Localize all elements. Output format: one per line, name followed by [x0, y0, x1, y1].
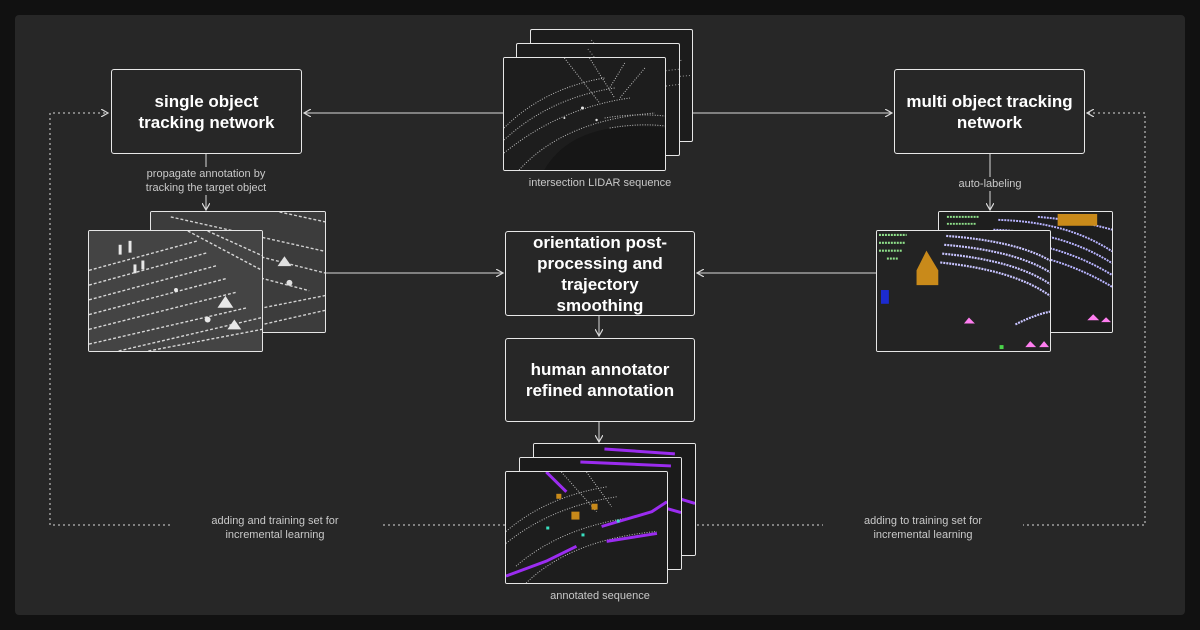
caption-right-loop-line1: adding to training set for [863, 515, 983, 527]
tracking-frames-stack [88, 211, 326, 352]
caption-left-loop-line1: adding and training set for [211, 515, 339, 527]
caption-lidar-sequence: intersection LIDAR sequence [500, 176, 700, 190]
caption-left-loop: adding and training set for incremental … [170, 514, 380, 542]
orientation-postprocessing-box: orientation post-processing and trajecto… [505, 231, 695, 316]
caption-right-loop-line2: incremental learning [873, 529, 973, 541]
multi-object-tracking-box: multi object tracking network [894, 69, 1085, 154]
caption-left-loop-line2: incremental learning [225, 529, 325, 541]
tracking-frame-front [88, 230, 263, 352]
caption-propagate: propagate annotation by tracking the tar… [116, 167, 296, 195]
auto-labeled-frame-front-image [877, 231, 1050, 351]
auto-labeled-frame-front [876, 230, 1051, 352]
single-object-tracking-box: single object tracking network [111, 69, 302, 154]
tracking-frame-front-image [89, 231, 262, 351]
annotated-frame-front [505, 471, 668, 584]
caption-right-loop: adding to training set for incremental l… [823, 514, 1023, 542]
left-feedback-loop [49, 113, 505, 526]
human-annotator-box: human annotator refined annotation [505, 338, 695, 422]
lidar-sequence-stack [503, 29, 693, 171]
lidar-frame-front [503, 57, 666, 171]
annotated-frame-front-image [506, 472, 667, 583]
caption-propagate-line2: tracking the target object [145, 182, 267, 194]
auto-labeled-frames-stack [876, 211, 1113, 352]
caption-annotated-sequence: annotated sequence [520, 589, 680, 603]
lidar-frame-front-image [504, 58, 665, 170]
annotated-sequence-stack [505, 443, 696, 584]
caption-propagate-line1: propagate annotation by [146, 168, 266, 180]
caption-auto-labeling: auto-labeling [940, 177, 1040, 191]
